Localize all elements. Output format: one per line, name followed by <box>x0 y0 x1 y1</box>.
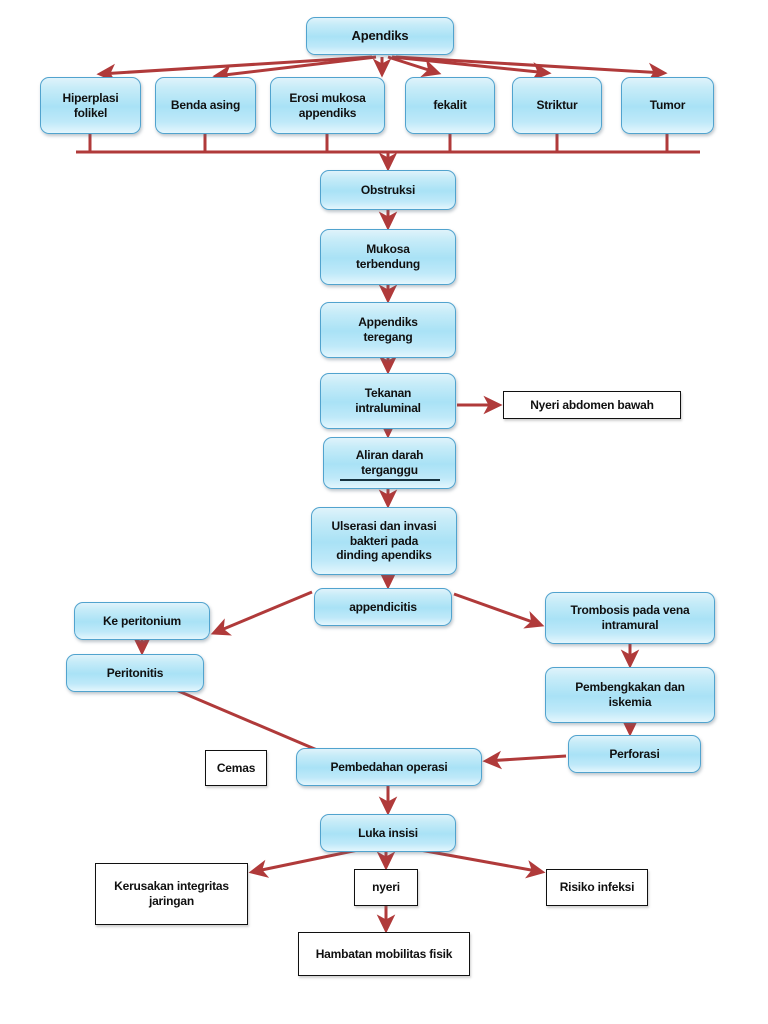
node-label-pembedahan: Pembedahan operasi <box>330 759 448 774</box>
node-label-obstruksi: Obstruksi <box>360 182 416 197</box>
node-tekanan[interactable]: Tekanan intraluminal <box>320 373 456 429</box>
edge-apendiks-benda-asing <box>212 55 377 84</box>
node-label-ke-peritonium: Ke peritonium <box>102 613 182 628</box>
node-label-teregang: Appendiks teregang <box>358 315 418 344</box>
node-label-cemas: Cemas <box>216 760 256 775</box>
node-luka-insisi[interactable]: Luka insisi <box>320 814 456 852</box>
edge-lukainsisi-risiko <box>419 848 546 879</box>
node-nyeri[interactable]: nyeri <box>354 869 418 906</box>
node-label-tumor: Tumor <box>649 98 686 113</box>
edge-appendicitis-trombosis <box>453 592 545 629</box>
node-fekalit[interactable]: fekalit <box>405 77 495 134</box>
node-label-luka-insisi: Luka insisi <box>358 825 418 840</box>
node-label-kerusakan: Kerusakan integritas jaringan <box>114 879 229 908</box>
edge-apendiks-striktur <box>391 55 552 81</box>
node-label-hambatan: Hambatan mobilitas fisik <box>315 946 453 961</box>
edge-lukainsisi-kerusakan <box>248 848 359 878</box>
node-label-hiperplasi: Hiperplasi folikel <box>62 90 119 120</box>
node-nyeri-abdomen[interactable]: Nyeri abdomen bawah <box>503 391 681 419</box>
node-hiperplasi[interactable]: Hiperplasi folikel <box>40 77 141 134</box>
node-striktur[interactable]: Striktur <box>512 77 602 134</box>
node-label-trombosis: Trombosis pada vena intramural <box>570 603 690 632</box>
node-label-aliran-darah: Aliran darah terganggu <box>355 448 424 477</box>
node-label-risiko-infeksi: Risiko infeksi <box>559 880 635 895</box>
node-risiko-infeksi[interactable]: Risiko infeksi <box>546 869 648 906</box>
aliran-darah-underline <box>340 479 440 481</box>
node-appendicitis[interactable]: appendicitis <box>314 588 452 626</box>
edge-appendicitis-keperitonium <box>210 590 313 636</box>
edge-perforasi-pembedahan <box>482 750 567 770</box>
node-label-tekanan: Tekanan intraluminal <box>355 386 421 415</box>
node-aliran-darah[interactable]: Aliran darah terganggu <box>323 437 456 489</box>
node-teregang[interactable]: Appendiks teregang <box>320 302 456 358</box>
edge-apendiks-fekalit <box>387 55 442 78</box>
edge-apendiks-hiperplasi <box>96 55 373 83</box>
node-obstruksi[interactable]: Obstruksi <box>320 170 456 210</box>
node-label-pembengkakan: Pembengkakan dan iskemia <box>575 680 685 709</box>
node-label-apendiks: Apendiks <box>351 28 409 44</box>
node-cemas[interactable]: Cemas <box>205 750 267 786</box>
node-label-benda-asing: Benda asing <box>170 98 241 113</box>
node-apendiks[interactable]: Apendiks <box>306 17 454 55</box>
edge-apendiks-tumor <box>395 55 668 82</box>
node-label-striktur: Striktur <box>536 98 578 113</box>
node-label-mukosa: Mukosa terbendung <box>356 242 420 271</box>
node-label-erosi-mukosa: Erosi mukosa appendiks <box>289 90 366 120</box>
node-ulserasi[interactable]: Ulserasi dan invasi bakteri pada dinding… <box>311 507 457 575</box>
collector-bus <box>76 134 700 154</box>
node-label-fekalit: fekalit <box>433 98 467 113</box>
node-erosi-mukosa[interactable]: Erosi mukosa appendiks <box>270 77 385 134</box>
node-label-appendicitis: appendicitis <box>349 599 417 614</box>
node-trombosis[interactable]: Trombosis pada vena intramural <box>545 592 715 644</box>
node-label-perforasi: Perforasi <box>609 746 660 761</box>
node-tumor[interactable]: Tumor <box>621 77 714 134</box>
node-label-nyeri: nyeri <box>372 880 400 895</box>
node-label-ulserasi: Ulserasi dan invasi bakteri pada dinding… <box>331 519 437 563</box>
node-benda-asing[interactable]: Benda asing <box>155 77 256 134</box>
node-ke-peritonium[interactable]: Ke peritonium <box>74 602 210 640</box>
node-label-peritonitis: Peritonitis <box>106 665 164 680</box>
node-mukosa[interactable]: Mukosa terbendung <box>320 229 456 285</box>
node-pembedahan[interactable]: Pembedahan operasi <box>296 748 482 786</box>
node-kerusakan[interactable]: Kerusakan integritas jaringan <box>95 863 248 925</box>
node-label-nyeri-abdomen: Nyeri abdomen bawah <box>530 397 654 412</box>
node-pembengkakan[interactable]: Pembengkakan dan iskemia <box>545 667 715 723</box>
node-perforasi[interactable]: Perforasi <box>568 735 701 773</box>
node-peritonitis[interactable]: Peritonitis <box>66 654 204 692</box>
node-hambatan[interactable]: Hambatan mobilitas fisik <box>298 932 470 976</box>
